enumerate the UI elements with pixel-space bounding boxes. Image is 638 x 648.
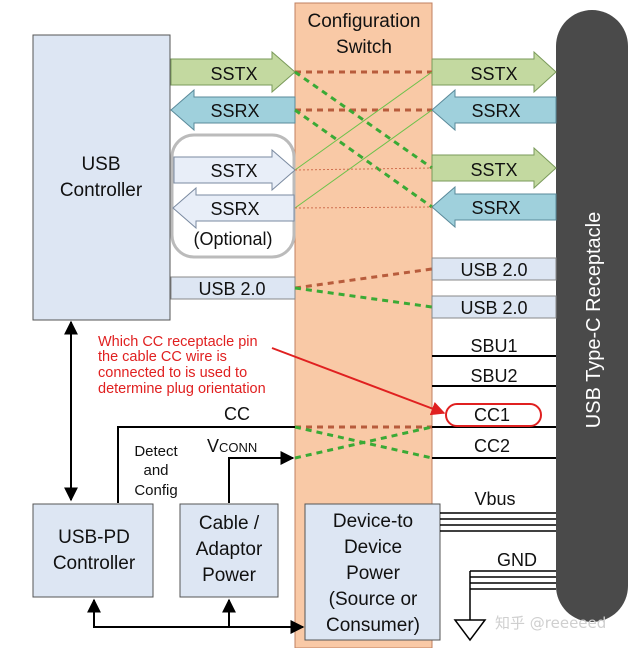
left-ssrx-label: SSRX	[210, 101, 259, 121]
usb-pd-label-1: USB-PD	[58, 527, 130, 548]
left-sstx-label: SSTX	[210, 64, 257, 84]
right-ssrx2-arrow	[431, 185, 557, 229]
cable-power-label-2: Adaptor	[196, 539, 263, 560]
annotation-line-1: Which CC receptacle pin	[98, 334, 258, 350]
left-ssrx-arrow	[170, 88, 296, 132]
detect-config-label-2: and	[143, 462, 168, 479]
optional-ssrx-label: SSRX	[210, 199, 259, 219]
d2d-label-3: Power	[346, 563, 401, 584]
annotation-line-4: determine plug orientation	[98, 381, 266, 397]
power-bus-line	[93, 600, 305, 634]
device-to-device-power-block	[304, 503, 441, 641]
right-usb2-box-1	[431, 257, 557, 281]
right-usb2-box-2	[431, 295, 557, 319]
configuration-switch-label-1: Configuration	[307, 11, 420, 32]
usb-controller-label-1: USB	[81, 154, 120, 175]
cc1-highlight	[445, 403, 542, 427]
receptacle-label: USB Type-C Receptacle	[583, 212, 605, 428]
left-sstx-arrow	[170, 50, 296, 94]
cable-power-label-3: Power	[202, 565, 257, 586]
cc-label: CC	[224, 404, 250, 424]
watermark: 知乎 @reeeeed	[495, 614, 606, 632]
annotation-line-3: connected to is used to	[98, 365, 247, 381]
usb-controller-block	[32, 34, 171, 321]
left-usb2-label: USB 2.0	[198, 279, 265, 299]
optional-sstx-label: SSTX	[210, 161, 257, 181]
right-ssrx1-label: SSRX	[471, 101, 520, 121]
optional-label: (Optional)	[193, 229, 272, 249]
cc1-label: CC1	[474, 405, 510, 425]
right-usb2-label-2: USB 2.0	[460, 298, 527, 318]
detect-config-label-1: Detect	[134, 443, 178, 460]
ground-symbol	[453, 619, 487, 642]
optional-sstx-arrow	[173, 148, 296, 192]
usb-pd-label-2: Controller	[53, 553, 136, 574]
sbu2-label: SBU2	[470, 366, 517, 386]
usb-typec-receptacle	[556, 10, 628, 622]
usb-controller-label-2: Controller	[60, 180, 143, 201]
cable-power-label-1: Cable /	[199, 513, 260, 534]
vbus-label: Vbus	[474, 489, 515, 509]
configuration-switch-label-2: Switch	[336, 37, 392, 58]
cc2-label: CC2	[474, 436, 510, 456]
gnd-label: GND	[497, 550, 537, 570]
d2d-label-1: Device-to	[333, 511, 413, 532]
right-sstx2-arrow	[431, 146, 557, 190]
cc-line	[117, 426, 295, 503]
right-sstx2-label: SSTX	[470, 160, 517, 180]
right-ssrx2-label: SSRX	[471, 198, 520, 218]
d2d-label-2: Device	[344, 537, 402, 558]
vconn-label: VCONN	[207, 436, 257, 456]
right-sstx1-label: SSTX	[470, 64, 517, 84]
gnd-lines	[469, 570, 556, 620]
cable-adaptor-power-block	[179, 503, 279, 598]
right-usb2-label-1: USB 2.0	[460, 260, 527, 280]
optional-ssrx-arrow	[172, 186, 295, 230]
usb-pd-controller-block	[32, 503, 154, 598]
vconn-line	[228, 451, 295, 503]
switch-connections	[294, 70, 433, 460]
detect-config-label-3: Config	[134, 482, 177, 499]
right-ssrx1-arrow	[431, 88, 557, 132]
vbus-lines	[440, 512, 556, 532]
right-sstx1-arrow	[431, 50, 557, 94]
annotation-arrow	[271, 347, 446, 416]
sbu1-label: SBU1	[470, 336, 517, 356]
d2d-label-5: Consumer)	[326, 615, 420, 636]
d2d-label-4: (Source or	[329, 589, 418, 610]
annotation-line-2: the cable CC wire is	[98, 349, 227, 365]
